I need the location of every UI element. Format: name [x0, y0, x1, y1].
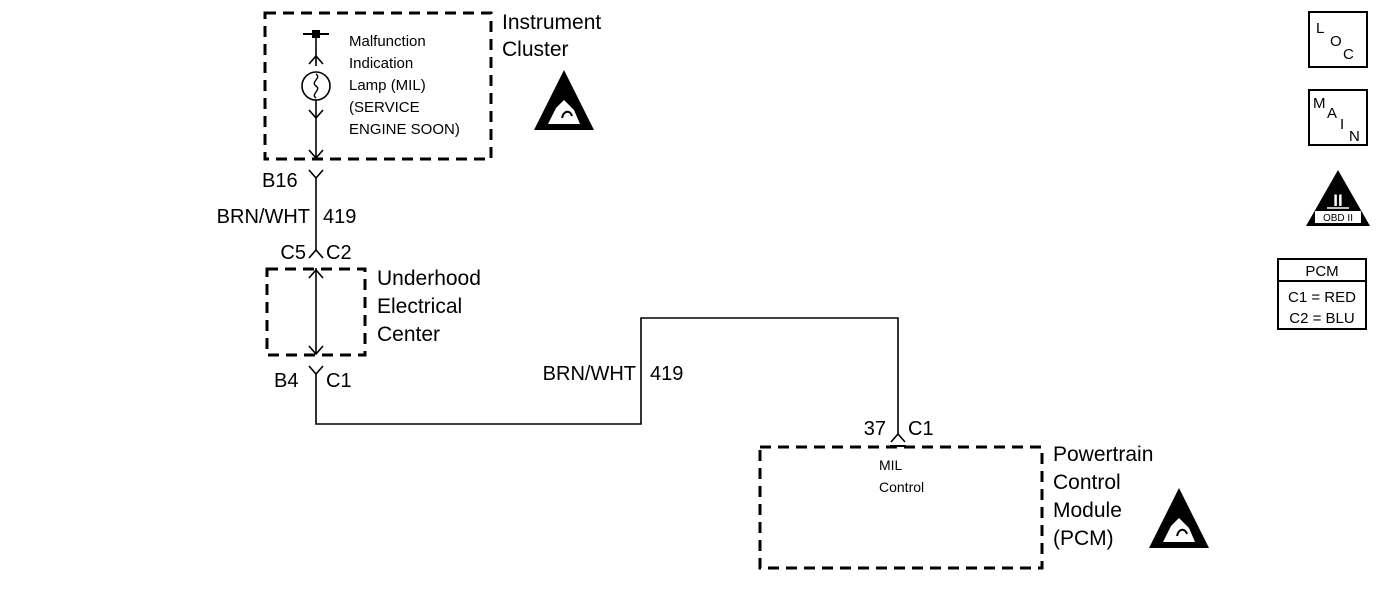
lamp-text-line3: Lamp (MIL) [349, 77, 426, 94]
lamp-text-line4: (SERVICE [349, 99, 420, 116]
pcm-title-line3: Module [1053, 499, 1122, 522]
connector-c5-c2: C5 C2 [280, 242, 351, 264]
mil-lamp-icon [301, 30, 331, 160]
wire-lower-color: BRN/WHT [543, 363, 636, 385]
connector-b16-label: B16 [262, 170, 298, 192]
main-letter-n: N [1349, 128, 1360, 145]
obd-label: OBD II [1323, 213, 1353, 224]
connector-c5-label: C5 [280, 242, 306, 264]
pcm-connector-legend: PCM C1 = RED C2 = BLU [1277, 258, 1367, 330]
instrument-cluster-box [263, 11, 493, 161]
instrument-cluster-title-line2: Cluster [502, 38, 569, 61]
wire-upper-color: BRN/WHT [217, 206, 310, 228]
mil-control-line1: MIL [879, 457, 903, 473]
mil-control-line2: Control [879, 479, 924, 495]
esd-warning-icon [1149, 488, 1209, 548]
pcm-title-line4: (PCM) [1053, 527, 1114, 550]
loc-letter-c: C [1343, 46, 1354, 63]
underhood-title-line3: Center [377, 323, 440, 346]
loc-letter-o: O [1330, 33, 1342, 50]
loc-icon: L O C [1308, 11, 1368, 68]
pcm-pin-label: 37 [864, 418, 886, 440]
lamp-text-line1: Malfunction [349, 33, 426, 50]
underhood-electrical-center: Underhood Electrical Center [265, 267, 481, 357]
lamp-text-line5: ENGINE SOON) [349, 121, 460, 138]
instrument-cluster-title-line1: Instrument [502, 11, 601, 34]
obd-roman: II [1333, 191, 1342, 210]
pcm-conn-label: C1 [908, 418, 934, 440]
legend-row2: C2 = BLU [1289, 310, 1354, 327]
legend-row1: C1 = RED [1288, 289, 1356, 306]
connector-b4-label: B4 [274, 370, 298, 392]
main-icon: M A I N [1308, 89, 1368, 146]
wire-upper-circuit: 419 [323, 206, 356, 228]
underhood-title-line2: Electrical [377, 295, 462, 318]
connector-c2-label: C2 [326, 242, 352, 264]
loc-letter-l: L [1316, 20, 1324, 37]
pcm-box [758, 445, 1044, 570]
main-letter-m: M [1313, 95, 1326, 112]
instrument-cluster: Malfunction Indication Lamp (MIL) (SERVI… [263, 11, 601, 161]
main-letter-a: A [1327, 105, 1337, 122]
connector-b4-c1: B4 C1 [274, 365, 352, 392]
connector-b4-c1-label: C1 [326, 370, 352, 392]
esd-warning-icon [534, 70, 594, 130]
connector-b16: B16 [262, 169, 324, 250]
underhood-title-line1: Underhood [377, 267, 481, 290]
obd-ii-icon: II OBD II [1306, 170, 1370, 226]
underhood-box [265, 267, 367, 357]
lamp-text-line2: Indication [349, 55, 413, 72]
powertrain-control-module: MIL Control Powertrain Control Module (P… [758, 443, 1209, 570]
wire-lower-circuit: 419 [650, 363, 683, 385]
main-letter-i: I [1340, 116, 1344, 133]
pcm-title-line2: Control [1053, 471, 1121, 494]
pcm-title-line1: Powertrain [1053, 443, 1153, 466]
wire-419-lower [315, 317, 899, 434]
legend-title: PCM [1305, 263, 1338, 280]
